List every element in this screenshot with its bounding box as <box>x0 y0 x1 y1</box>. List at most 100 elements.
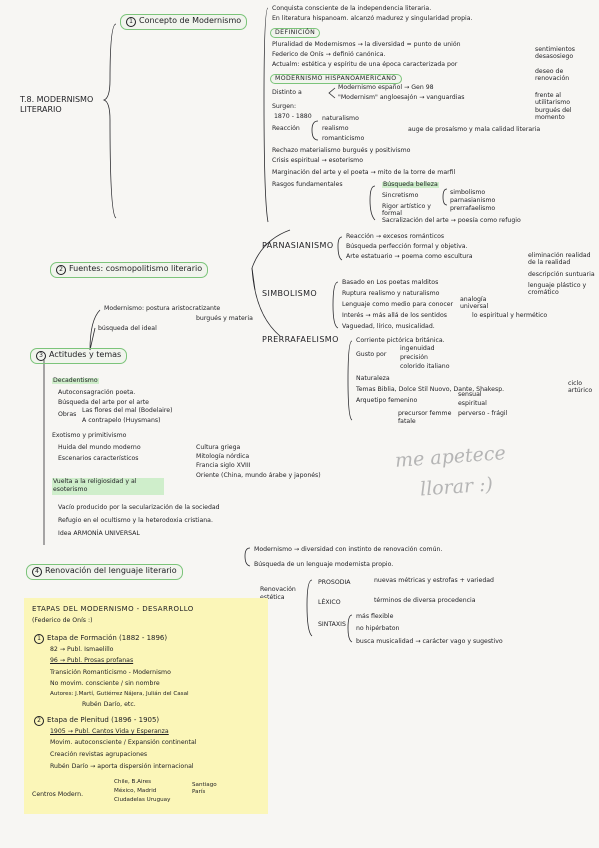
parn-sub: eliminación realidad de la realidad <box>528 252 591 267</box>
s4-sub: más flexible <box>356 613 394 620</box>
definicion-label: DEFINICIÓN <box>270 28 321 39</box>
etapas-sticky-note: ETAPAS DEL MODERNISMO - DESARROLLO (Fede… <box>24 598 268 814</box>
mod-note: Modernismo: postura aristocratizante <box>104 305 221 312</box>
prerr-sub: ciclo artúrico <box>568 380 593 395</box>
prerr-item: Temas Biblia, Dolce Stil Nuovo, Dante, S… <box>356 386 505 393</box>
etapa-sub: Chile, B.Aires <box>114 779 152 785</box>
prerr-item: Corriente pictórica británica. <box>356 337 445 344</box>
h-item: "Modernism" angloesajón → vanguardias <box>338 94 465 101</box>
h-item: naturalismo <box>322 115 359 122</box>
prerr-sub: espiritual <box>458 400 487 407</box>
h-item: auge de prosaísmo y mala calidad literar… <box>408 126 541 133</box>
topic-heading: Vuelta a la religiosidad y al esoterismo <box>52 478 164 495</box>
topic-heading: Decadentismo <box>52 377 99 385</box>
side-note: deseo de renovación <box>535 68 570 83</box>
h-item: romanticismo <box>322 135 365 142</box>
h-item: Rechazo materialismo burgués y positivis… <box>272 147 411 154</box>
s4-sub: busca musicalidad → carácter vago y suge… <box>356 638 503 645</box>
h-item: realismo <box>322 125 349 132</box>
side-note: sentimientos desasosiego <box>535 46 576 61</box>
topic-sub: A contrapelo (Huysmans) <box>82 417 161 424</box>
s4-label: SINTAXIS <box>318 621 346 628</box>
etapa-sub: Santiago París <box>192 782 217 795</box>
topic-sub: Las flores del mal (Bodelaire) <box>82 407 173 414</box>
h-item: Surgen: <box>272 103 297 110</box>
etapa-item: Movim. autoconsciente / Expansión contin… <box>50 739 197 746</box>
etapa-item: 1905 → Publ. Cantos Vida y Esperanza <box>50 728 169 735</box>
topic-heading: Exotismo y primitivismo <box>52 432 127 439</box>
simbolismo-label: SIMBOLISMO <box>262 289 318 298</box>
prerr-sub: ingenuidad <box>400 345 435 352</box>
parn-item: Búsqueda perfección formal y objetiva. <box>346 243 468 250</box>
simb-item: Ruptura realismo y naturalismo <box>342 290 440 297</box>
simb-item: Lenguaje como medio para conocer <box>342 301 454 308</box>
topic-item: Idea ARMONÍA UNIVERSAL <box>58 530 140 537</box>
rasgos-label: Rasgos fundamentales <box>272 181 343 188</box>
s4-label: PROSODIA <box>318 579 351 586</box>
parnasianismo-label: PARNASIANISMO <box>262 241 334 250</box>
def-item: Pluralidad de Modernismos → la diversida… <box>272 41 461 48</box>
parn-sub: lenguaje plástico y cromático <box>528 282 587 297</box>
topic-item: Refugio en el ocultismo y la heterodoxia… <box>58 517 213 524</box>
prerr-sub: precursor femme fatale <box>398 410 452 425</box>
h-item: Marginación del arte y el poeta → mito d… <box>272 169 456 176</box>
rasgo: Búsqueda belleza <box>382 181 439 189</box>
simb-item: Vaguedad, lírico, musicalidad. <box>342 323 435 330</box>
etapa-item: No movim. consciente / sin nombre <box>50 680 160 687</box>
etapa-item: Transición Romanticismo - Modernismo <box>50 669 171 676</box>
h-item: Modernismo español → Gen 98 <box>338 84 434 91</box>
rasgo: Sacralización del arte → poesía como ref… <box>382 217 521 224</box>
s1-bullet: En literatura hispanoam. alcanzó madurez… <box>272 15 473 22</box>
etapas-sub: (Federico de Onís :) <box>32 617 93 624</box>
h-item: 1870 - 1880 <box>274 113 312 120</box>
simb-item: Basado en Los poetas malditos <box>342 279 439 286</box>
topic-item: Obras <box>58 411 77 418</box>
prerr-sub: colorido italiano <box>400 363 450 370</box>
simb-sub: lo espiritual y hermético <box>472 312 548 319</box>
s4-sub: términos de diversa procedencia <box>374 597 476 604</box>
parn-sub: descripción suntuaria <box>528 271 595 278</box>
topic-sub: Cultura griega <box>196 444 241 451</box>
rasgo-sub: simbolismo <box>450 189 486 196</box>
h-item: Crisis espiritual → esoterismo <box>272 157 363 164</box>
simb-item: Interés → más allá de los sentidos <box>342 312 447 319</box>
etapa-item: 96 → Publ. Prosas profanas <box>50 657 134 664</box>
mod-note: búsqueda del ideal <box>98 325 157 332</box>
rasgo-sub: parnasianismo <box>450 197 496 204</box>
topic-sub: Francia siglo XVIII <box>196 462 251 469</box>
topic-item: Vacío producido por la secularización de… <box>58 504 220 511</box>
s4-item: Renovación estética <box>260 586 296 601</box>
topic-sub: Mitología nórdica <box>196 453 250 460</box>
etapas-title: ETAPAS DEL MODERNISMO - DESARROLLO <box>32 605 194 613</box>
s4-item: Modernismo → diversidad con instinto de … <box>254 546 443 553</box>
parn-item: Arte estatuario → poema como escultura <box>346 253 473 260</box>
etapa-item: Centros Modern. <box>32 791 84 798</box>
prerr-item: Arquetipo femenino <box>356 397 418 404</box>
s4-item: Búsqueda de un lenguaje modernista propi… <box>254 561 394 568</box>
rasgo: Rigor artístico y formal <box>382 203 431 218</box>
s4-sub: no hipérbaton <box>356 625 400 632</box>
parn-item: Reacción → excesos románticos <box>346 233 445 240</box>
etapa-sub: México, Madrid <box>114 788 157 794</box>
rasgo-sub: prerrafaelismo <box>450 205 496 212</box>
etapa-item: Autores: J.Martí, Gutiérrez Nájera, Juli… <box>50 691 189 697</box>
etapa-item: Rubén Darío, etc. <box>82 701 136 708</box>
mod-note: burgués y materia <box>196 315 253 322</box>
prerr-item: Naturaleza <box>356 375 390 382</box>
s4-sub: nuevas métricas y estrofas + variedad <box>374 577 494 584</box>
s1-bullet: Conquista consciente de la independencia… <box>272 5 432 12</box>
def-item: Federico de Onís → definió canónica. <box>272 51 386 58</box>
topic-item: Escenarios característicos <box>58 455 139 462</box>
hispano-label: MODERNISMO HISPANOAMERICANO <box>270 74 402 85</box>
simb-sub: analogía universal <box>460 296 489 311</box>
h-item: Distinto a <box>272 89 302 96</box>
prerrafaelismo-label: PRERRAFAELISMO <box>262 335 339 344</box>
s4-label: LÉXICO <box>318 599 341 606</box>
topic-item: Huida del mundo moderno <box>58 444 141 451</box>
